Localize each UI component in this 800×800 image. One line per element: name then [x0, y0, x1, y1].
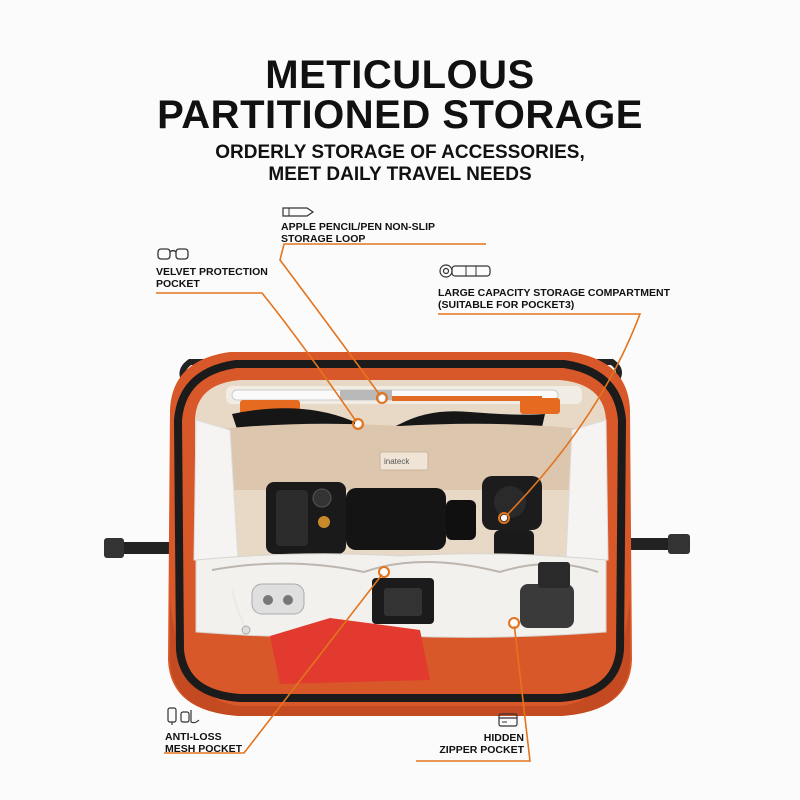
callout-mesh-pocket: ANTI-LOSS MESH POCKET	[165, 731, 242, 755]
callout-pencil-loop-line2: STORAGE LOOP	[281, 233, 366, 245]
callout-zipper-pocket-line2: ZIPPER POCKET	[439, 744, 524, 756]
callout-pencil-loop: APPLE PENCIL/PEN NON-SLIP STORAGE LOOP	[281, 221, 435, 245]
callout-zipper-pocket: HIDDEN ZIPPER POCKET	[410, 732, 524, 756]
callout-line-pencil-loop	[279, 243, 486, 399]
callout-velvet-pocket-line1: VELVET PROTECTION	[156, 266, 268, 278]
callout-large-compartment: LARGE CAPACITY STORAGE COMPARTMENT (SUIT…	[438, 287, 670, 311]
pencil-icon	[282, 207, 315, 217]
callout-zipper-pocket-line1: HIDDEN	[483, 732, 524, 744]
callout-line-velvet-pocket	[156, 292, 359, 425]
callout-mesh-pocket-line2: MESH POCKET	[165, 743, 243, 755]
callout-line-zipper-pocket	[416, 622, 531, 762]
cables-icon	[167, 707, 200, 725]
glasses-icon	[157, 248, 189, 260]
callout-line-large-compartment	[438, 313, 642, 519]
subheadline-line1: ORDERLY STORAGE OF ACCESSORIES,	[215, 142, 585, 163]
pocket-camera-device	[266, 482, 476, 554]
callout-line-mesh-pocket	[164, 571, 385, 754]
callout-velvet-pocket-line2: POCKET	[156, 278, 200, 290]
brand-tag: inateck	[384, 457, 410, 466]
headline-line1: METICULOUS	[265, 53, 535, 97]
callout-large-compartment-line2: (SUITABLE FOR POCKET3)	[438, 299, 575, 311]
callout-velvet-pocket: VELVET PROTECTION POCKET	[156, 266, 268, 290]
headline-line2: PARTITIONED STORAGE	[157, 93, 643, 137]
callout-large-compartment-line1: LARGE CAPACITY STORAGE COMPARTMENT	[438, 287, 670, 299]
callout-pencil-loop-line1: APPLE PENCIL/PEN NON-SLIP	[281, 221, 436, 233]
card-icon	[498, 713, 518, 727]
left-strap-buckle	[104, 538, 180, 558]
callout-mesh-pocket-line1: ANTI-LOSS	[165, 731, 222, 743]
pocket-camera-icon	[439, 264, 491, 278]
right-strap-buckle	[622, 534, 690, 554]
subheadline-line2: MEET DAILY TRAVEL NEEDS	[268, 164, 532, 185]
